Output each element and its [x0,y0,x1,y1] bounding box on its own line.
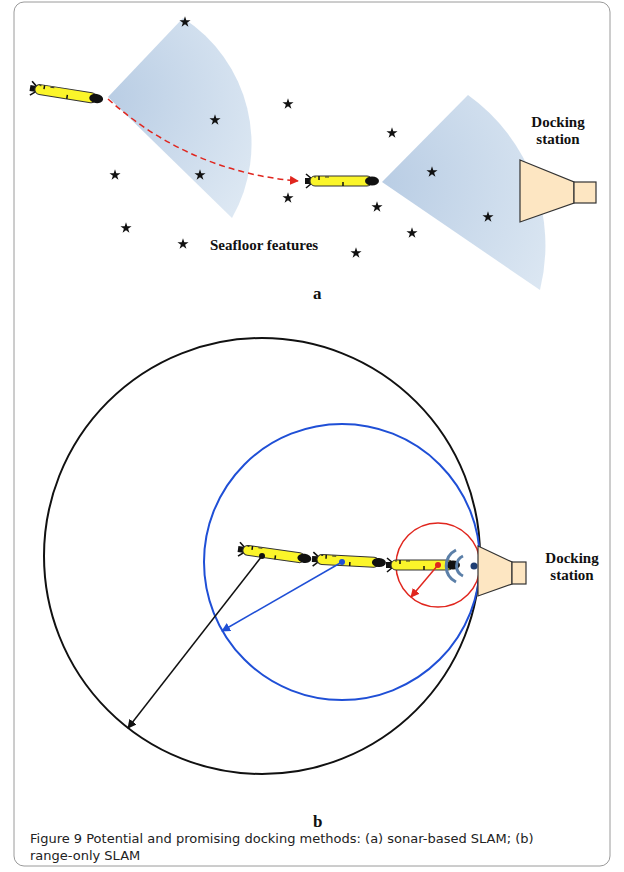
seafloor-feature [350,247,361,258]
station-label: Docking station [530,550,614,584]
docking-housing [512,562,526,584]
position-dot [339,559,345,565]
seafloor-feature [194,169,205,180]
seafloor-stars [109,16,493,258]
beacon [471,563,478,570]
auv [237,542,312,566]
seafloor-feature [406,227,417,238]
docking-station: Docking station [474,536,620,600]
station-label: Docking station [508,114,608,148]
seafloor-feature [386,127,397,138]
auv [29,81,104,106]
seafloor-feature [282,192,293,203]
auv [386,558,460,572]
seafloor-feature [177,238,188,249]
seafloor-feature [371,201,382,212]
range-arrow [222,562,342,631]
range-circle [204,424,480,700]
seafloor-feature [209,114,220,125]
seafloor-feature [109,169,120,180]
docking-station-shape [474,536,620,600]
sonar-beam [108,18,252,218]
panel-label: b [313,812,322,832]
acoustic-wave [446,550,463,582]
docking-funnel [478,546,512,596]
docking-station: Docking station [508,112,610,226]
docking-funnel [520,160,574,222]
range-arrow [411,565,438,597]
auv [312,552,387,570]
trajectory-arrow [108,99,298,181]
panel-label: a [313,284,322,304]
feature-label: Seafloor features [210,237,318,254]
seafloor-feature [282,98,293,109]
figure-frame [14,2,610,866]
position-dot [259,553,265,559]
range-circle [44,338,480,774]
seafloor-feature [120,222,131,233]
range-arrow [128,556,262,728]
seafloor-feature [426,166,437,177]
seafloor-feature [482,211,493,222]
position-dot [435,562,441,568]
auv [305,174,379,188]
figure-caption: Figure 9 Potential and promising docking… [30,830,550,864]
docking-housing [574,182,596,203]
seafloor-feature [179,16,190,27]
